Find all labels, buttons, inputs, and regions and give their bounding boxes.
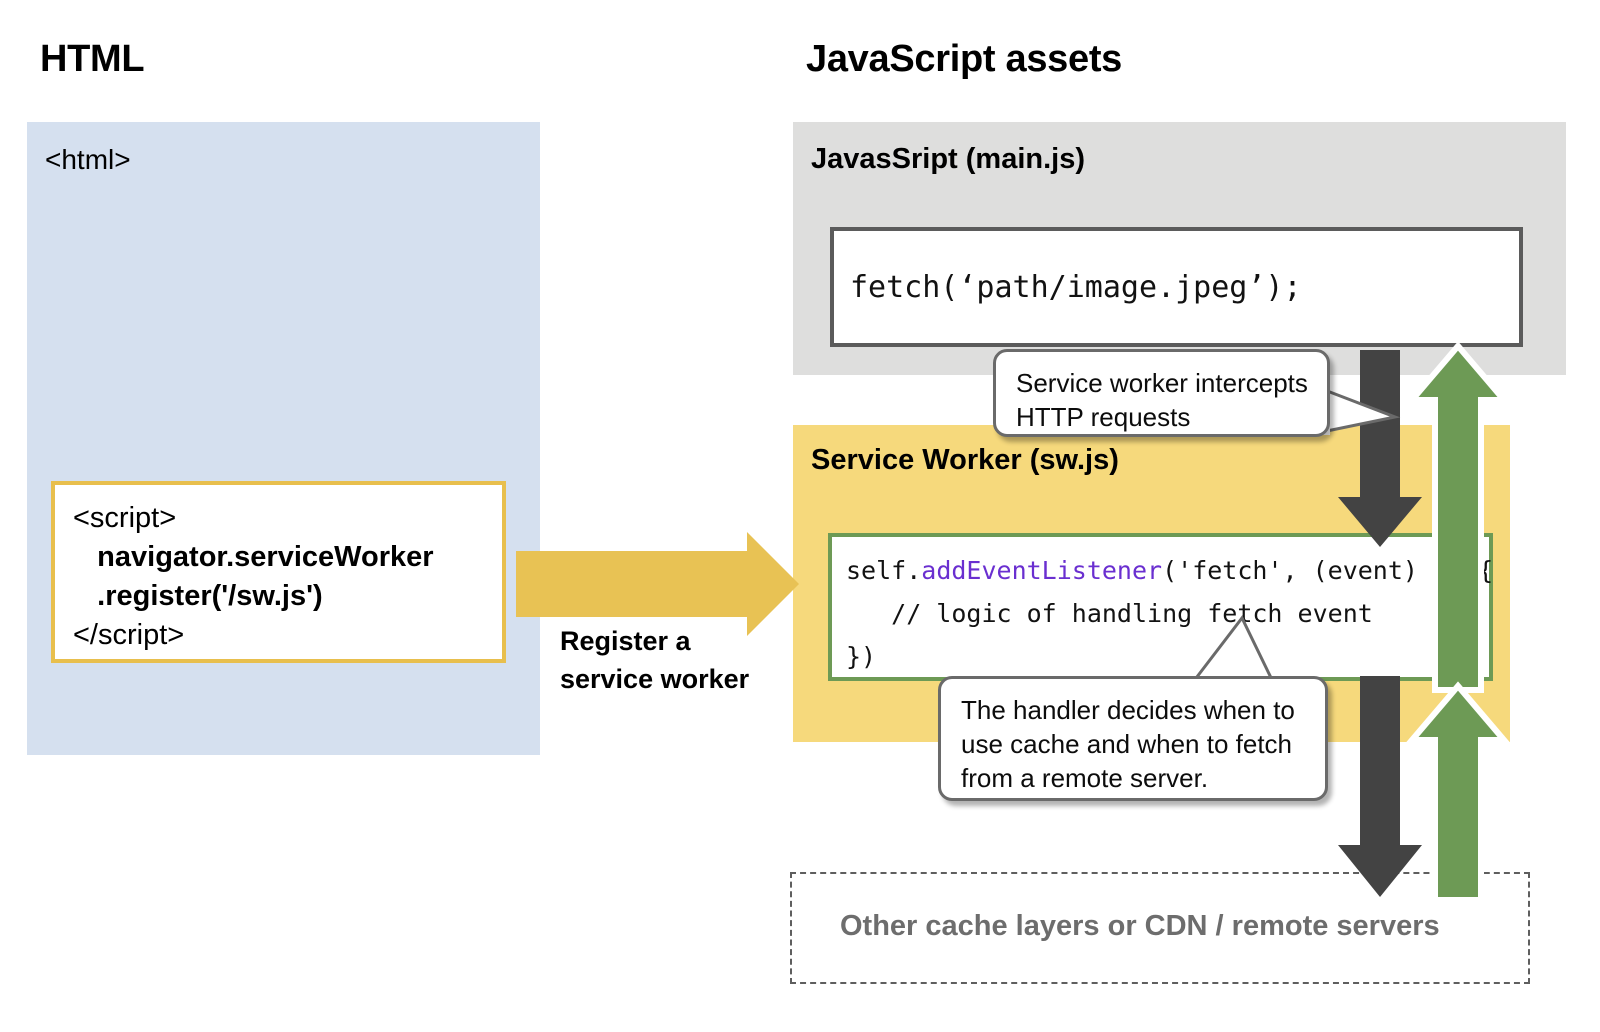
- script-registration-code-box: <script> navigator.serviceWorker .regist…: [51, 481, 506, 663]
- register-arrow-icon: [516, 532, 799, 636]
- service-worker-panel-label: Service Worker (sw.js): [811, 444, 1119, 476]
- code-token-addeventlistener: addEventListener: [921, 556, 1163, 585]
- code-line-navigator-serviceworker: navigator.serviceWorker: [73, 541, 434, 573]
- register-arrow-label-line2: service worker: [560, 664, 750, 694]
- code-token-fetch-args: ('fetch', (event) => {: [1162, 556, 1494, 585]
- callout-handler-decides: The handler decides when to use cache an…: [938, 676, 1328, 801]
- callout-intercept-line2: HTTP requests: [1016, 402, 1191, 432]
- service-worker-code-box: self.addEventListener('fetch', (event) =…: [828, 533, 1493, 681]
- remote-servers-label: Other cache layers or CDN / remote serve…: [840, 910, 1440, 942]
- fetch-code-box: fetch(‘path/image.jpeg’);: [830, 227, 1523, 347]
- service-worker-code-lines: self.addEventListener('fetch', (event) =…: [846, 549, 1493, 678]
- html-tag-label: <html>: [45, 144, 131, 175]
- callout-service-worker-intercepts: Service worker intercepts HTTP requests: [993, 349, 1330, 437]
- fetch-code-lines: fetch(‘path/image.jpeg’);: [850, 267, 1302, 309]
- page-title-javascript-assets: JavaScript assets: [806, 38, 1123, 80]
- code-token-self: self.: [846, 556, 922, 585]
- code-line-register-swjs: .register('/sw.js'): [73, 580, 323, 612]
- code-line-fetch: fetch(‘path/image.jpeg’);: [850, 270, 1302, 305]
- code-line-comment: // logic of handling fetch event: [846, 599, 1373, 628]
- register-arrow-label-line1: Register a: [560, 626, 691, 656]
- script-code-lines: <script> navigator.serviceWorker .regist…: [73, 499, 496, 655]
- callout-intercept-text: Service worker intercepts HTTP requests: [1016, 366, 1315, 434]
- page-title-html: HTML: [40, 38, 145, 80]
- callout-handler-text: The handler decides when to use cache an…: [961, 693, 1313, 795]
- callout-handler-line3: from a remote server.: [961, 763, 1209, 793]
- callout-handler-line1: The handler decides when to: [961, 695, 1295, 725]
- code-line-script-open: <script>: [73, 502, 177, 534]
- remote-servers-panel: Other cache layers or CDN / remote serve…: [790, 872, 1530, 984]
- callout-intercept-line1: Service worker intercepts: [1016, 368, 1308, 398]
- code-line-close-brace: }): [846, 642, 877, 671]
- code-line-script-close: </script>: [73, 619, 185, 651]
- register-arrow-label: Register a service worker: [560, 622, 800, 698]
- code-line-addeventlistener: self.addEventListener('fetch', (event) =…: [846, 549, 1493, 592]
- mainjs-panel-label: JavasSript (main.js): [811, 143, 1085, 175]
- callout-handler-line2: use cache and when to fetch: [961, 729, 1293, 759]
